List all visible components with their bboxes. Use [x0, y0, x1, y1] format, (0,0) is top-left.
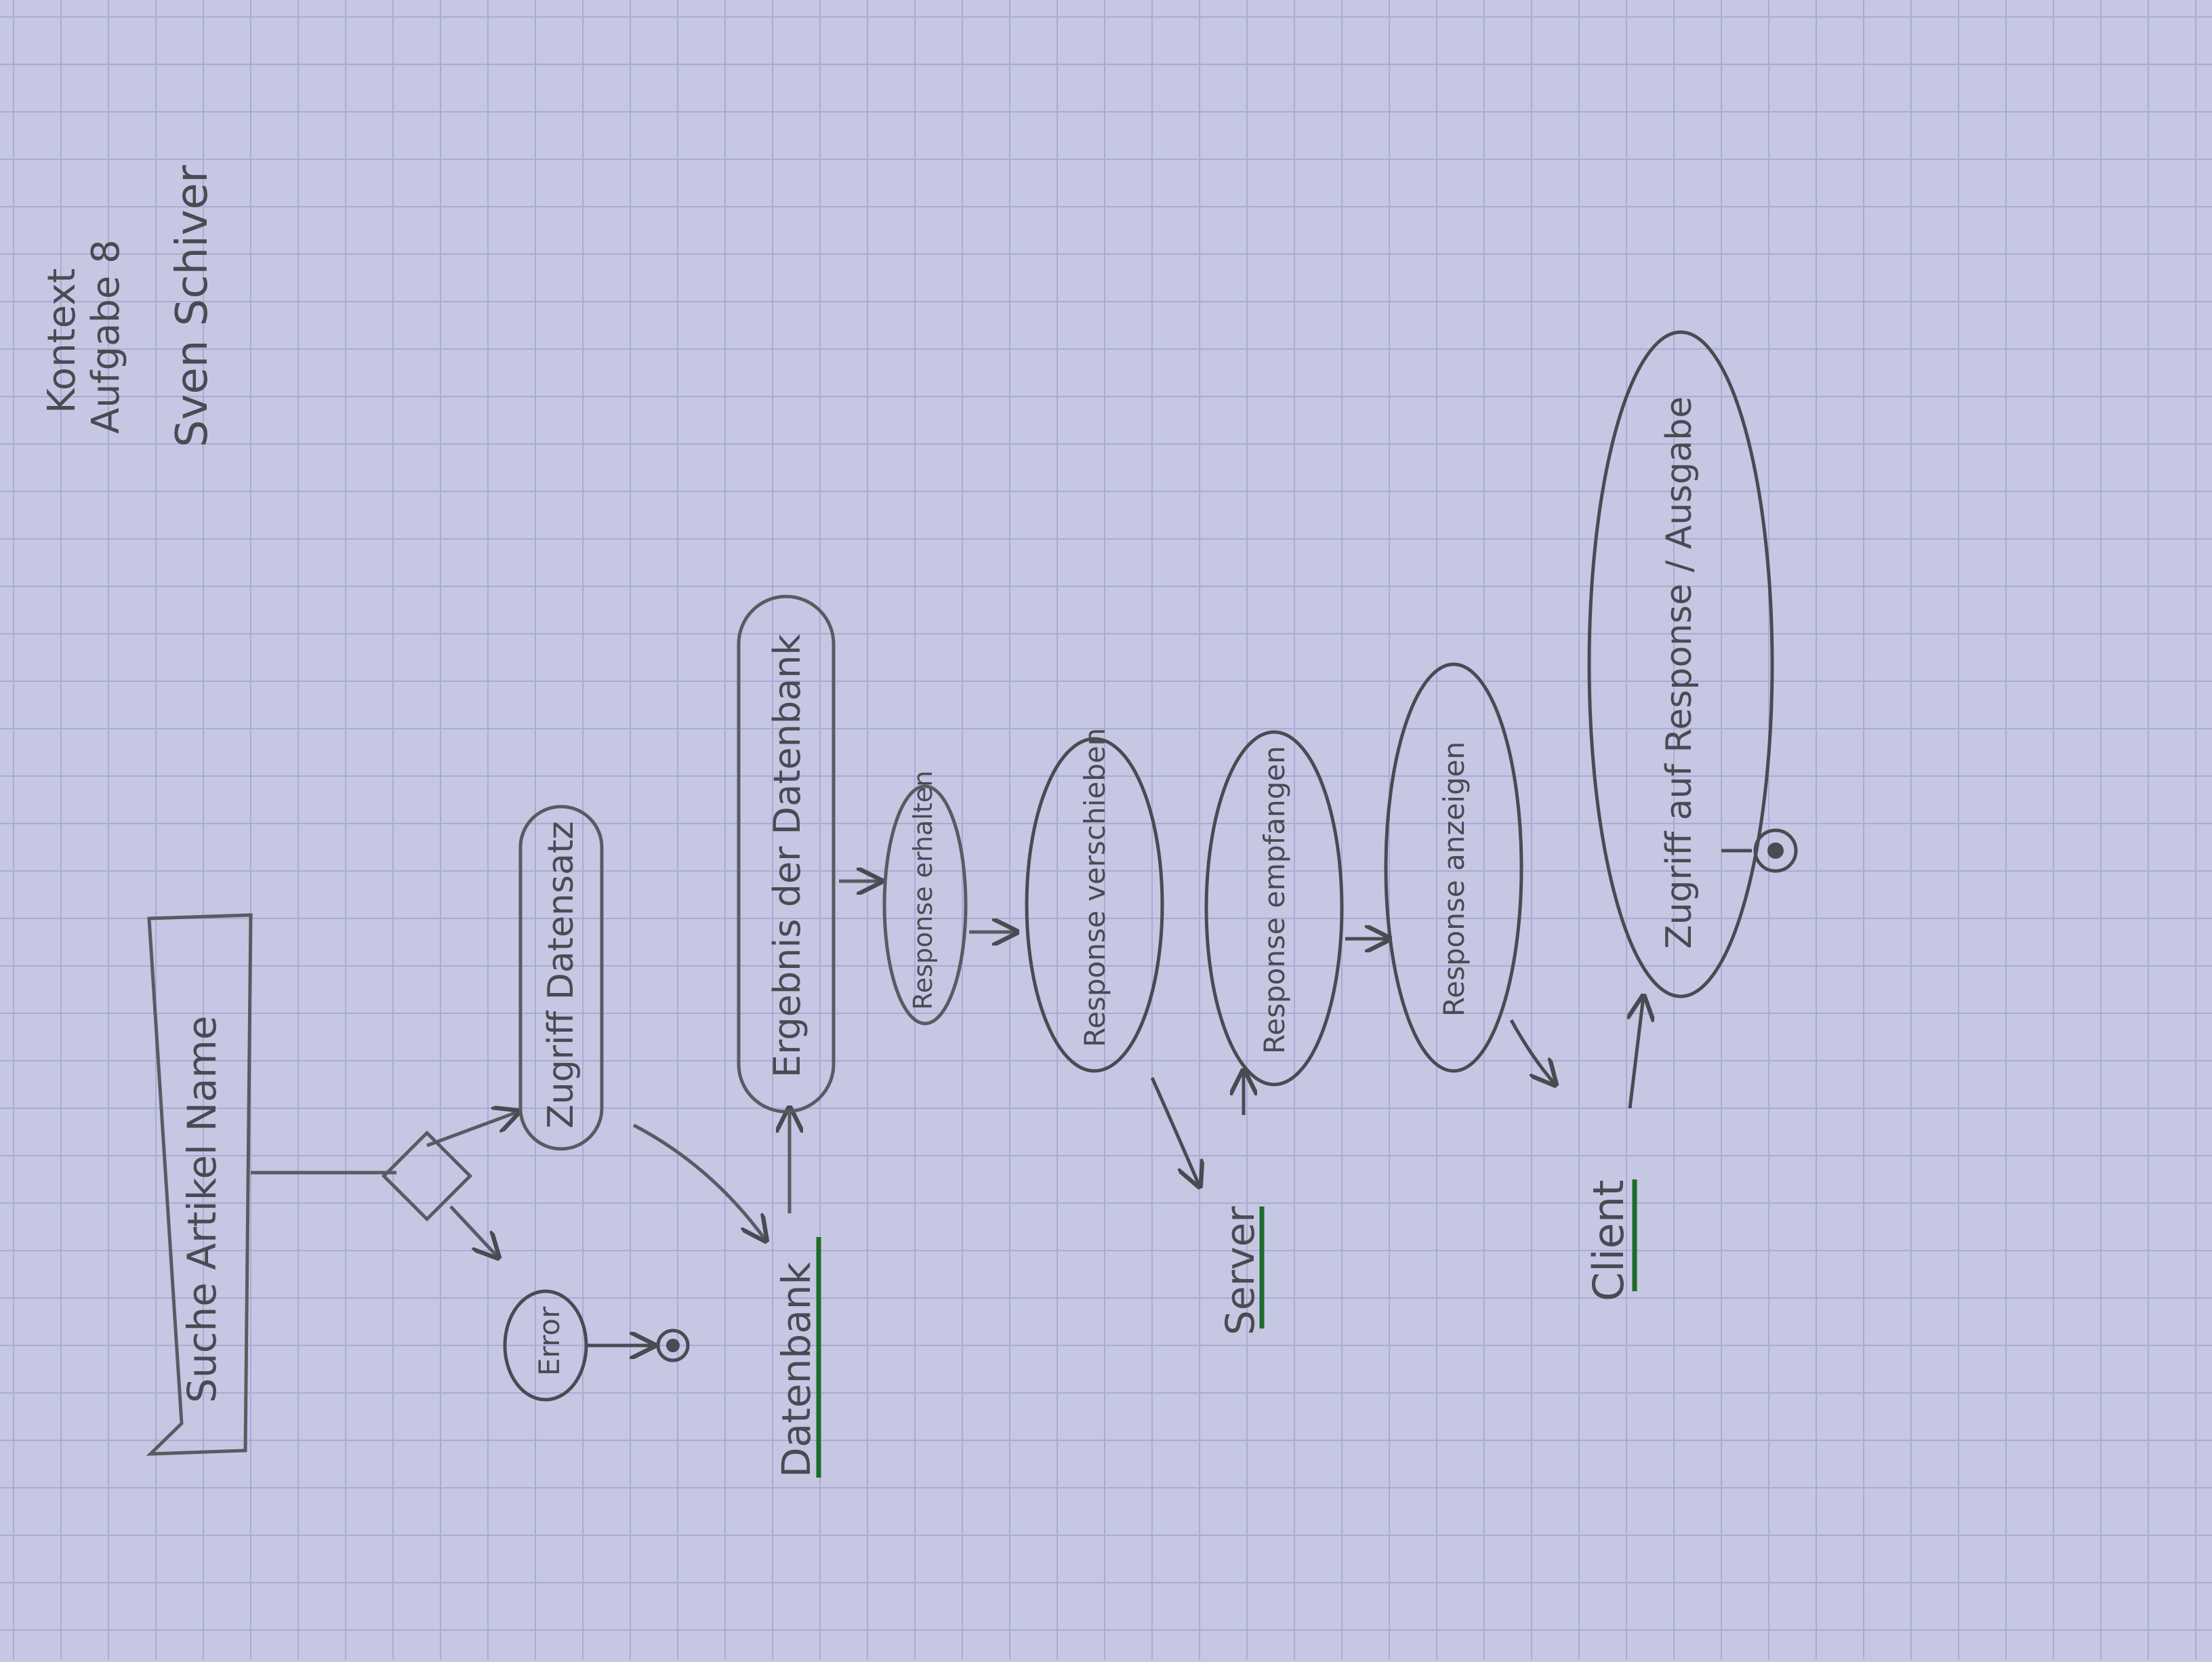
flow-access-to-db-lane	[632, 1123, 766, 1240]
signal-label: Suche Artikel Name	[179, 1015, 225, 1403]
final-end-icon	[1753, 828, 1798, 873]
response-receive-node	[1204, 730, 1344, 1087]
response-send-node	[1025, 737, 1164, 1073]
response-received-node	[882, 784, 968, 1026]
decision-diamond	[381, 1130, 473, 1222]
error-label: Error	[533, 1306, 566, 1376]
lane-client: Client	[1584, 1180, 1633, 1302]
flow-client-to-access	[1630, 996, 1643, 1109]
client-access-label: Zugriff auf Response / Ausgabe	[1659, 397, 1700, 949]
db-result-node	[737, 594, 836, 1114]
flow-decision-to-error	[449, 1205, 498, 1257]
header-author: Sven Schiver	[167, 165, 218, 447]
db-result-label: Ergebnis der Datenbank	[766, 634, 808, 1078]
signal-box	[146, 913, 253, 1456]
response-send-label: Response verschieben	[1078, 728, 1111, 1047]
flow-show-to-client-lane	[1509, 1019, 1555, 1085]
header-context: Kontext	[40, 268, 84, 413]
flow-decision-to-access	[426, 1112, 518, 1148]
response-receive-label: Response empfangen	[1258, 746, 1291, 1054]
response-show-label: Response anzeigen	[1437, 742, 1471, 1017]
header-task: Aufgabe 8	[84, 239, 128, 434]
client-access-node	[1587, 330, 1774, 998]
access-record-node	[518, 805, 604, 1151]
flow-send-to-server-lane	[1150, 1076, 1200, 1186]
lane-database: Datenbank	[773, 1261, 819, 1478]
lane-server: Server	[1217, 1207, 1263, 1335]
access-record-label: Zugriff Datensatz	[541, 821, 581, 1129]
error-end-icon	[656, 1329, 690, 1362]
response-received-label: Response erhalten	[908, 771, 938, 1010]
response-show-node	[1384, 662, 1523, 1073]
